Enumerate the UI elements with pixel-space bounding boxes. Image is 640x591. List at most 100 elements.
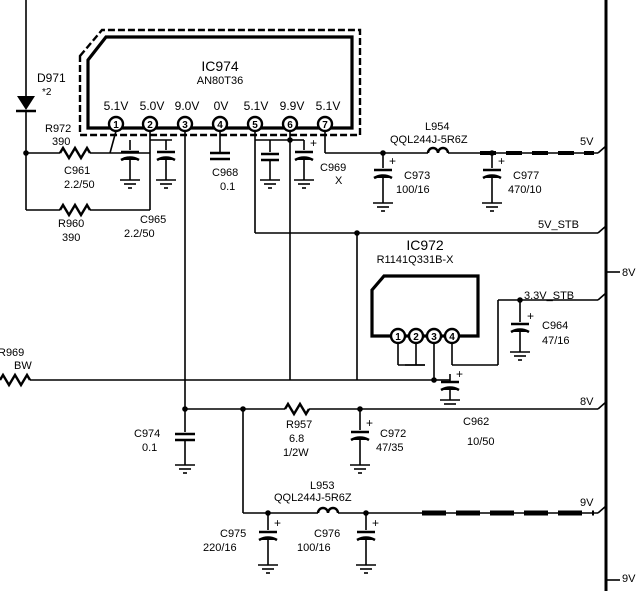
c976-capacitor: + [356,513,379,574]
r957-name: R957 [286,419,312,431]
d971-note: *2 [42,87,52,98]
svg-text:+: + [274,516,281,530]
c965-capacitor [150,139,176,189]
r960-value: 390 [62,232,80,244]
net-label-5v: 5V [580,136,594,148]
c964-name: C964 [542,320,568,332]
ic974-pin1-number: 1 [113,120,119,131]
right-edge-bus [604,0,620,591]
d971-diode [16,0,36,210]
ic972-wiring [356,233,607,381]
c974-name: C974 [134,428,160,440]
c962-name: C962 [463,416,489,428]
r969-resistor [0,372,290,388]
c974-capacitor [175,409,195,474]
net-label-5v-stb: 5V_STB [538,219,579,231]
net-5v-wire [324,131,607,155]
r960-resistor [26,153,151,218]
r957-power: 1/2W [283,447,309,459]
c972-value: 47/35 [376,442,404,454]
ic972-pin3-number: 3 [431,332,437,343]
ic974-pin4-voltage: 0V [214,99,229,113]
c973-capacitor: + [373,153,396,212]
junction-dot [354,230,360,236]
ic974-name: IC974 [201,58,239,74]
ic974-pin7-number: 7 [322,120,328,131]
ic972-pin1-number: 1 [395,332,401,343]
c965-name: C965 [140,214,166,226]
c977-value: 470/10 [508,184,542,196]
c961-capacitor [120,140,140,189]
c972-name: C972 [380,428,406,440]
c961-name: C961 [64,165,90,177]
c965-value: 2.2/50 [124,228,155,240]
c977-capacitor: + [482,153,505,212]
ic972-pin2-number: 2 [413,332,419,343]
svg-text:+: + [366,416,373,430]
svg-text:+: + [456,367,463,381]
c969-value: X [335,175,343,187]
l954-value: QQL244J-5R6Z [390,134,468,146]
ic974-pin5-voltage: 5.1V [244,99,269,113]
net-8v-wire [185,401,607,417]
net-9v-wire [242,409,607,516]
d971-name: D971 [37,71,66,85]
ic974-pin1-voltage: 5.1V [104,99,129,113]
c976-name: C976 [314,528,340,540]
c962-value: 10/50 [467,436,495,448]
ic974-part: AN80T36 [197,75,243,87]
l953-value: QQL244J-5R6Z [274,492,352,504]
ic974-pin5-number: 5 [252,120,258,131]
ic974-pin3-voltage: 9.0V [175,99,200,113]
c975-value: 220/16 [203,542,237,554]
c973-value: 100/16 [396,184,430,196]
c962-capacitor: + [290,367,463,405]
net-label-8v: 8V [580,396,594,408]
c964-capacitor: + [510,309,534,361]
c964-value: 47/16 [542,335,570,347]
junction-dot [517,297,523,303]
c968-value: 0.1 [220,181,235,193]
r957-value: 6.8 [289,433,304,445]
edge-label-8v: 8V [622,267,636,279]
c976-value: 100/16 [297,542,331,554]
c974-value: 0.1 [142,442,157,454]
ic972-name: IC972 [406,237,444,253]
l954-name: L954 [425,121,449,133]
c961-value: 2.2/50 [64,179,95,191]
r972-name: R972 [45,123,71,135]
ic972-part: R1141Q331B-X [377,254,455,266]
r969-name: R969 [0,347,24,359]
c975-capacitor: + [258,513,281,574]
c968-capacitor [210,131,230,161]
c972-capacitor: + [350,409,373,474]
net-label-9v: 9V [580,497,594,509]
svg-text:+: + [310,136,317,150]
pin5-capacitor [255,139,290,189]
edge-label-9v: 9V [622,573,636,585]
ic974-pin7-voltage: 5.1V [316,99,341,113]
ic974-pin2-number: 2 [147,120,153,131]
ic974-package [78,28,362,137]
ic972-pin4-number: 4 [449,332,455,343]
ic974-pin6-voltage: 9.9V [280,99,305,113]
ic972-package [370,274,480,338]
l953-name: L953 [310,480,334,492]
ic974-pin4-number: 4 [217,120,223,131]
c975-name: C975 [220,528,246,540]
svg-text:+: + [527,309,534,323]
svg-text:+: + [389,154,396,168]
c968-name: C968 [212,167,238,179]
ic974-pin2-voltage: 5.0V [140,99,165,113]
net-label-3v3-stb: 3.3V_STB [524,290,574,302]
r972-value: 390 [52,136,70,148]
c973-name: C973 [404,170,430,182]
c977-name: C977 [513,170,539,182]
r960-name: R960 [58,218,84,230]
c969-name: C969 [320,162,346,174]
c969-capacitor: + [290,136,317,189]
svg-text:+: + [498,154,505,168]
r969-value: BW [14,360,32,372]
ic974-pin6-number: 6 [287,120,293,131]
